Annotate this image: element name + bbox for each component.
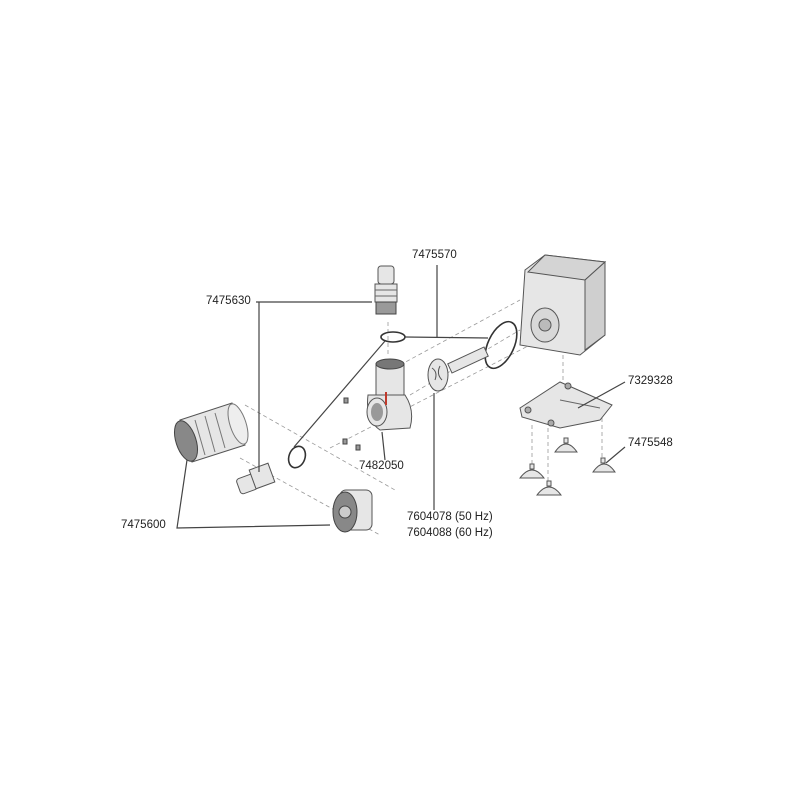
suction-cup xyxy=(554,437,578,453)
suction-cups xyxy=(518,437,616,496)
label-hose-fittings: 7475630 xyxy=(206,295,251,307)
label-filter-set: 7475600 xyxy=(121,519,166,531)
screws xyxy=(342,397,361,451)
label-outlet-fitting-set: 7475570 xyxy=(412,249,457,261)
base-plate xyxy=(519,381,613,429)
inlet-hose-fitting xyxy=(236,462,276,495)
suction-cup xyxy=(518,463,546,479)
filter-sponge-cartridge xyxy=(173,402,249,463)
suction-cup xyxy=(592,457,616,473)
label-base-plate: 7329328 xyxy=(628,375,673,387)
suction-cup xyxy=(535,480,563,496)
label-suction-cups: 7475548 xyxy=(628,437,673,449)
label-impeller-50hz: 7604078 (50 Hz) xyxy=(407,511,493,523)
intake-strainer xyxy=(332,489,373,533)
outlet-o-ring xyxy=(380,331,406,343)
motor-o-ring xyxy=(484,320,518,370)
pump-housing xyxy=(366,358,413,431)
outlet-hose-fitting xyxy=(374,265,398,315)
label-pump-housing: 7482050 xyxy=(359,460,404,472)
leader-lines xyxy=(176,265,626,529)
label-impeller-60hz: 7604088 (60 Hz) xyxy=(407,527,493,539)
inlet-o-ring xyxy=(287,445,307,469)
impeller xyxy=(427,346,489,392)
pump-motor xyxy=(519,254,607,356)
